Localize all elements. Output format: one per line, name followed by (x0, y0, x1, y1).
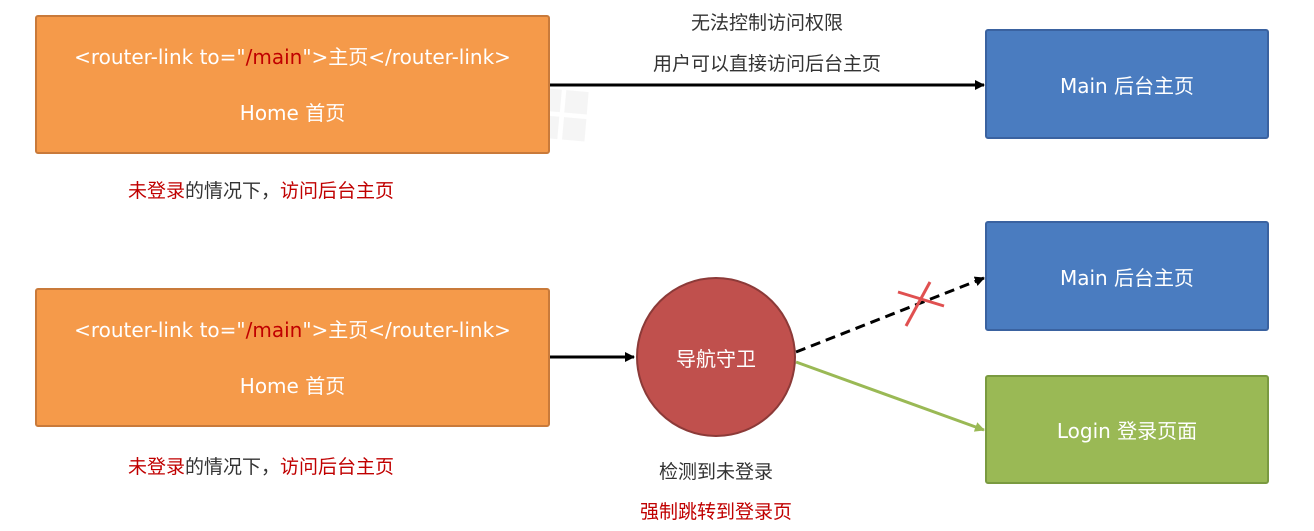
bottom-router-link-path: /main (245, 317, 303, 342)
top-home-box: <router-link to="/main">主页</router-link>… (35, 15, 550, 154)
bottom-caption: 未登录的情况下，访问后台主页 (128, 456, 395, 478)
blocked-arrow (795, 276, 985, 354)
bottom-home-label: Home 首页 (239, 373, 346, 398)
top-caption: 未登录的情况下，访问后台主页 (128, 180, 395, 202)
guard-caption-1: 检测到未登录 (658, 461, 773, 483)
bottom-home-box: <router-link to="/main">主页</router-link>… (35, 288, 550, 427)
bottom-main-box: Main 后台主页 (985, 221, 1269, 331)
navigation-guard-label: 导航守卫 (676, 346, 756, 371)
guard-caption-2: 强制跳转到登录页 (639, 501, 792, 523)
login-label: Login 登录页面 (1056, 419, 1198, 443)
login-box: Login 登录页面 (985, 375, 1269, 484)
top-main-label: Main 后台主页 (1059, 73, 1195, 98)
bottom-main-label: Main 后台主页 (1059, 265, 1195, 290)
top-arrow-label-1: 无法控制访问权限 (690, 12, 843, 34)
top-main-box: Main 后台主页 (985, 29, 1269, 139)
navigation-guard-node: 导航守卫 (636, 277, 796, 437)
top-arrow-label-2: 用户可以直接访问后台主页 (652, 53, 881, 75)
login-arrow (795, 360, 985, 432)
bottom-router-link-code: <router-link to="/main">主页</router-link> (74, 317, 511, 342)
top-router-link-path: /main (245, 44, 303, 69)
top-router-link-code: <router-link to="/main">主页</router-link> (74, 44, 511, 69)
blocked-cross-icon (897, 281, 945, 327)
top-home-label: Home 首页 (239, 100, 346, 125)
